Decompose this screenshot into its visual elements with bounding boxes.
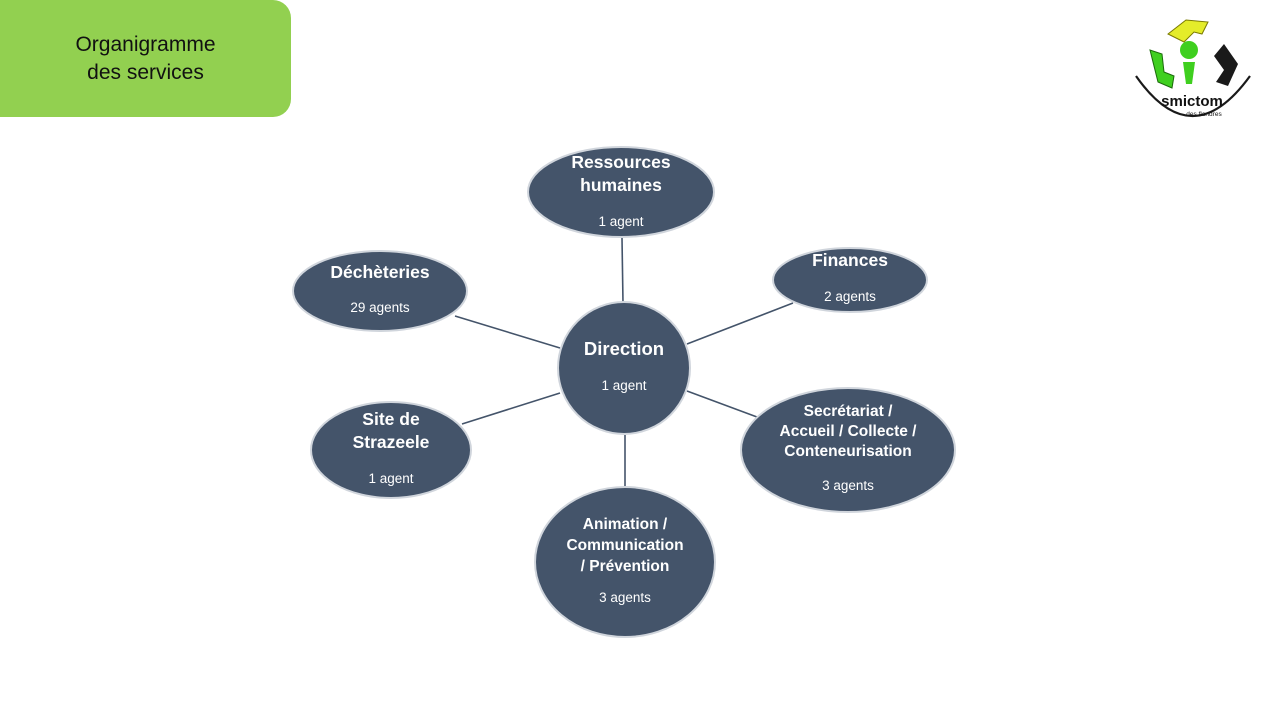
node-name-line: Strazeele — [353, 432, 430, 452]
connector-site-strazeele — [461, 392, 561, 425]
logo-subtext: des flandres — [1186, 111, 1222, 118]
node-count: 1 agent — [368, 471, 413, 486]
node-count: 1 agent — [601, 378, 646, 393]
node-secretariat: Secrétariat / Accueil / Collecte / Contene… — [740, 387, 956, 513]
node-name-line: Déchèteries — [330, 262, 429, 282]
node-shape-direction — [557, 301, 691, 435]
recycle-logo-icon: smictom des flandres — [1135, 19, 1251, 118]
connectors — [454, 237, 794, 487]
smictom-logo: smictom des flandres — [1128, 14, 1260, 126]
node-name-line: Animation / — [583, 516, 668, 533]
connector-finances — [686, 302, 794, 345]
node-site-strazeele: Site de Strazeele 1 agent — [310, 401, 472, 499]
node-name-line: Secrétariat / — [804, 403, 893, 420]
node-count: 2 agents — [824, 289, 876, 304]
nodes: Direction 1 agent Ressources humaines 1 agen… — [292, 146, 956, 638]
node-name-line: humaines — [580, 175, 662, 195]
node-shape-decheteries — [292, 250, 468, 332]
page-title: Organigramme des services — [75, 32, 216, 84]
node-shape-ressources-humaines — [527, 146, 715, 238]
node-count: 1 agent — [598, 214, 643, 229]
node-name-line: Ressources — [571, 152, 670, 172]
node-name-line: Site de — [362, 409, 420, 429]
node-name-line: / Prévention — [581, 558, 670, 575]
node-finances: Finances 2 agents — [772, 247, 928, 313]
node-shape-site-strazeele — [310, 401, 472, 499]
node-name-line: Direction — [584, 338, 664, 359]
node-shape-finances — [772, 247, 928, 313]
node-count: 29 agents — [350, 300, 410, 315]
node-animation: Animation / Communication / Prévention 3 ag… — [534, 486, 716, 638]
node-shape-animation — [534, 486, 716, 638]
connector-ressources-humaines — [621, 237, 624, 304]
node-count: 3 agents — [822, 478, 874, 493]
logo-text: smictom — [1161, 93, 1223, 110]
connector-decheteries — [454, 315, 561, 349]
node-ressources-humaines: Ressources humaines 1 agent — [527, 146, 715, 238]
node-decheteries: Déchèteries 29 agents — [292, 250, 468, 332]
title-box: Organigramme des services — [0, 0, 291, 117]
node-name-line: Communication — [566, 537, 683, 554]
node-shape-secretariat — [740, 387, 956, 513]
connector-secretariat — [686, 390, 758, 418]
node-name-line: Conteneurisation — [784, 443, 911, 460]
node-name-line: Finances — [812, 250, 888, 270]
node-direction: Direction 1 agent — [557, 301, 691, 435]
node-count: 3 agents — [599, 590, 651, 605]
node-name-line: Accueil / Collecte / — [780, 423, 918, 440]
